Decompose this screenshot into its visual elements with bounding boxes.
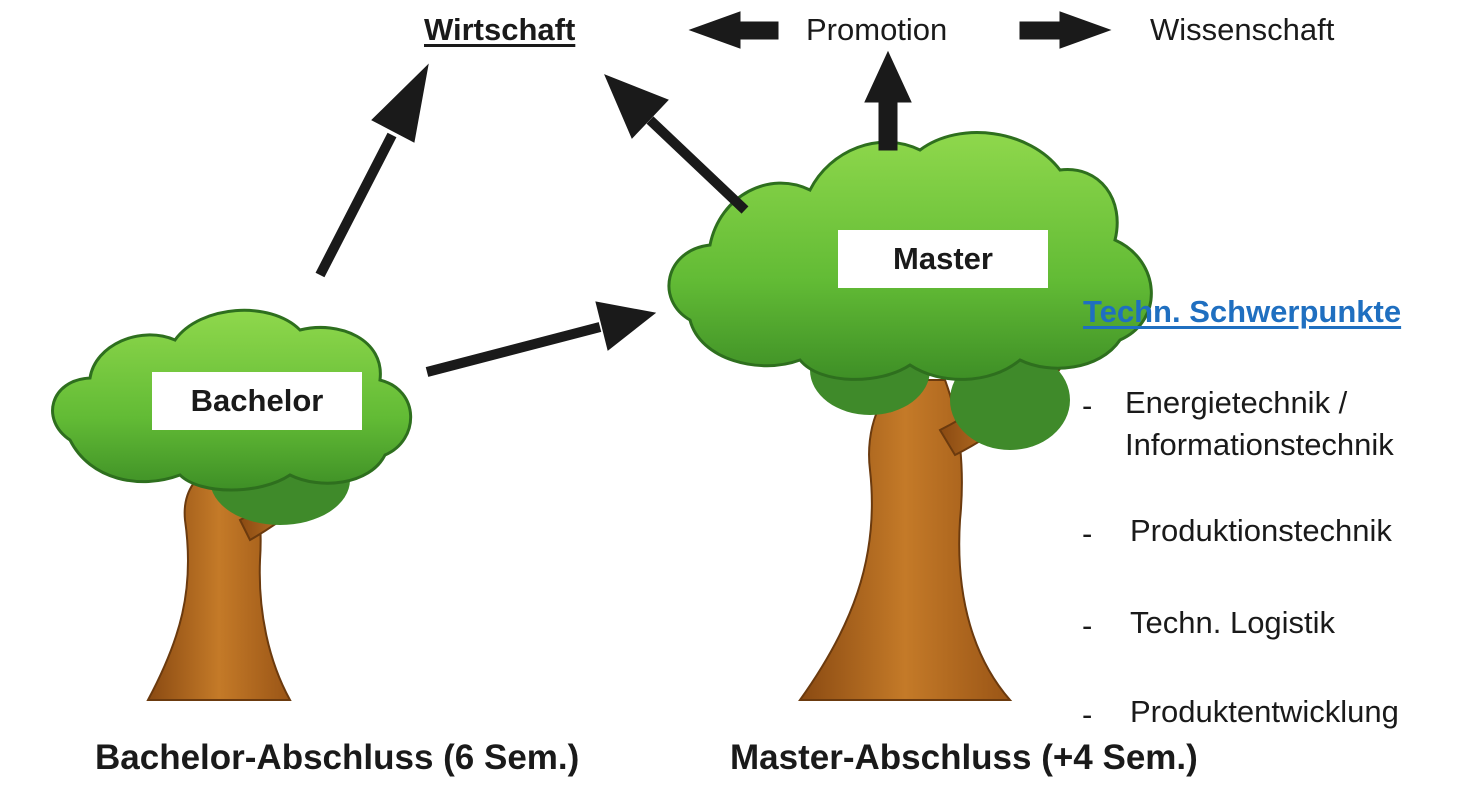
bachelor-label-box: Bachelor xyxy=(152,372,362,430)
bachelor-caption: Bachelor-Abschluss (6 Sem.) xyxy=(95,738,580,777)
arrow-master-to-promotion-head xyxy=(864,50,912,103)
focus-item-energietechnik: Energietechnik / xyxy=(1125,385,1348,420)
arrow-bachelor-to-wirtschaft xyxy=(315,132,397,278)
wirtschaft-label: Wirtschaft xyxy=(424,12,576,47)
arrow-promotion-to-wissenschaft-head xyxy=(1059,11,1112,49)
arrow-promotion-to-wirtschaft-head xyxy=(688,11,741,49)
arrow-master-to-wirtschaft-head xyxy=(604,74,669,139)
arrow-bachelor-to-master xyxy=(425,322,602,377)
focus-bullet-1: - xyxy=(1082,388,1093,423)
master-label: Master xyxy=(893,241,993,276)
arrow-master-to-wirtschaft xyxy=(646,116,749,214)
arrow-promotion-to-wissenschaft-shaft xyxy=(1019,21,1063,40)
arrow-bachelor-to-wirtschaft-head xyxy=(371,63,429,143)
master-caption: Master-Abschluss (+4 Sem.) xyxy=(730,738,1198,777)
promotion-label: Promotion xyxy=(806,12,948,47)
arrow-bachelor-to-master-head xyxy=(595,301,657,351)
arrow-master-to-promotion-shaft xyxy=(878,99,898,151)
focus-bullet-2: - xyxy=(1082,516,1093,551)
bachelor-tree xyxy=(51,308,413,701)
focus-item-informationstechnik: Informationstechnik xyxy=(1125,427,1394,462)
focus-item-logistik: Techn. Logistik xyxy=(1130,605,1336,640)
arrow-promotion-to-wirtschaft-shaft xyxy=(737,21,779,40)
master-tree-trunk xyxy=(798,379,1013,701)
focus-areas-title: Techn. Schwerpunkte xyxy=(1083,294,1402,329)
master-label-box: Master xyxy=(838,230,1048,288)
focus-bullet-3: - xyxy=(1082,608,1093,643)
arrows xyxy=(315,11,1112,377)
focus-bullet-4: - xyxy=(1082,697,1093,732)
focus-item-produktionstechnik: Produktionstechnik xyxy=(1130,513,1392,548)
bachelor-label: Bachelor xyxy=(190,383,324,418)
wissenschaft-label: Wissenschaft xyxy=(1150,12,1335,47)
master-tree xyxy=(667,131,1153,701)
focus-item-produktentwicklung: Produktentwicklung xyxy=(1130,694,1399,729)
